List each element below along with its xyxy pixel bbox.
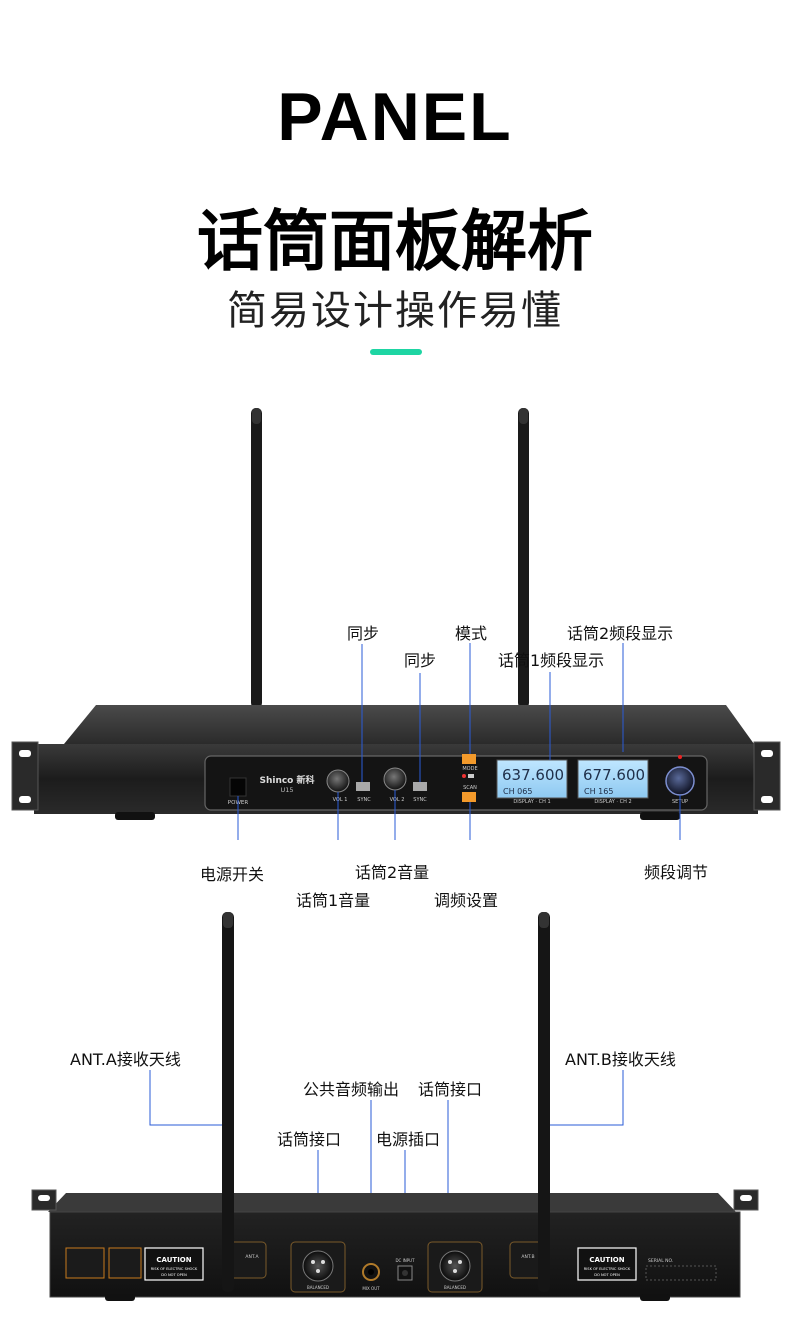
display1-ch: CH 065 <box>503 787 532 796</box>
brand-logo: Shinco 新科 <box>259 774 314 786</box>
balanced-left-print: BALANCED <box>307 1285 329 1290</box>
callout-ant-b-antenna: ANT.B接收天线 <box>565 1050 676 1069</box>
accent-divider <box>370 349 422 355</box>
rear-antenna-a <box>222 912 234 1292</box>
antenna-left <box>251 408 262 708</box>
front-panel-illustration: POWER Shinco 新科 U15 VOL 1 SYNC VOL 2 SYN… <box>11 408 781 840</box>
vol1-print: VOL 1 <box>333 797 348 803</box>
callout-ant-a-antenna: ANT.A接收天线 <box>70 1050 181 1069</box>
callout-sync-2: 同步 <box>404 651 437 670</box>
vol2-print: VOL 2 <box>390 797 405 803</box>
sync2-print: SYNC <box>413 797 427 803</box>
display-ch2-print: DISPLAY · CH 2 <box>594 799 631 805</box>
callout-mode: 模式 <box>455 624 488 643</box>
ant-b-print: ANT.B <box>521 1254 534 1260</box>
dc-input-print: DC INPUT <box>395 1258 415 1263</box>
caution-right-line1: RISK OF ELECTRIC SHOCK <box>584 1267 631 1271</box>
display2-freq: 677.600 <box>583 766 645 784</box>
callout-mic1-freq-display: 话筒1频段显示 <box>498 651 605 670</box>
mode-print: MODE <box>462 766 477 772</box>
antenna-right <box>518 408 529 708</box>
callout-freq-setting: 调频设置 <box>434 891 499 910</box>
model-print: U15 <box>280 786 293 794</box>
callout-power-switch: 电源开关 <box>200 865 265 884</box>
balanced-right-print: BALANCED <box>444 1285 466 1290</box>
page-title-en: PANEL <box>277 79 513 155</box>
mix-out-print: MIX OUT <box>362 1286 380 1291</box>
serial-no-print: SERIAL NO. <box>648 1258 673 1264</box>
display-ch1-print: DISPLAY · CH 1 <box>513 799 550 805</box>
scan-print: SCAN <box>463 785 477 791</box>
caution-right-line2: DO NOT OPEN <box>594 1273 620 1277</box>
callout-sync-1: 同步 <box>347 624 380 643</box>
callout-mic-jack-left: 话筒接口 <box>277 1130 342 1149</box>
page-title-cn: 话筒面板解析 <box>197 203 593 280</box>
caution-right-title: CAUTION <box>589 1256 624 1264</box>
display2-ch: CH 165 <box>584 787 613 796</box>
caution-left-line2: DO NOT OPEN <box>161 1273 187 1277</box>
power-button <box>229 777 247 797</box>
sync1-print: SYNC <box>357 797 371 803</box>
callout-mic1-volume: 话筒1音量 <box>296 891 371 910</box>
rear-antenna-b <box>538 912 550 1292</box>
rear-panel-illustration: CAUTION RISK OF ELECTRIC SHOCK DO NOT OP… <box>31 912 759 1301</box>
callout-mic-jack-right: 话筒接口 <box>418 1080 483 1099</box>
callout-power-socket: 电源插口 <box>376 1130 441 1149</box>
callout-mic2-volume: 话筒2音量 <box>355 863 430 882</box>
callout-public-audio-output: 公共音频输出 <box>303 1080 400 1099</box>
caution-left-title: CAUTION <box>156 1256 191 1264</box>
page-subtitle: 简易设计操作易懂 <box>227 288 563 334</box>
display1-freq: 637.600 <box>502 766 564 784</box>
caution-left-line1: RISK OF ELECTRIC SHOCK <box>151 1267 198 1271</box>
ant-a-print: ANT.A <box>245 1254 259 1260</box>
callout-freq-adjust: 频段调节 <box>644 863 709 882</box>
callout-mic2-freq-display: 话筒2频段显示 <box>567 624 674 643</box>
